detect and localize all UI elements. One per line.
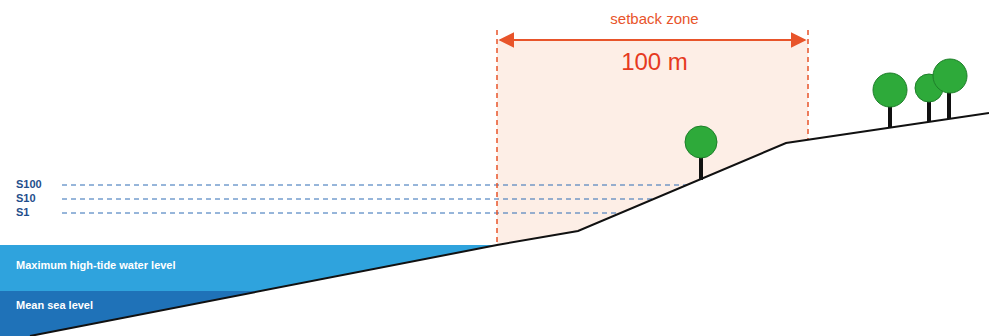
tree xyxy=(933,59,967,119)
tree xyxy=(873,73,907,128)
setback-zone: setback zone 100 m xyxy=(497,4,812,94)
terrain-profile xyxy=(30,113,989,336)
level-label: S100 xyxy=(16,178,44,191)
level-label: S1 xyxy=(16,206,31,219)
dimension-arrow xyxy=(500,39,805,41)
setback-boundary xyxy=(496,30,498,245)
tree xyxy=(685,126,717,180)
mean-sea-band: Mean sea level xyxy=(0,291,240,336)
zone-label: Maximum high-tide water level xyxy=(16,259,176,272)
level-line xyxy=(62,185,687,186)
high-tide-band: Maximum high-tide water level xyxy=(0,245,420,291)
zone-value: 100 m xyxy=(497,48,812,76)
zone-label: setback zone xyxy=(497,10,812,27)
level-label: S10 xyxy=(16,192,38,205)
level-line xyxy=(62,199,654,200)
level-line xyxy=(62,213,620,214)
setback-boundary xyxy=(807,30,809,140)
zone-label: Mean sea level xyxy=(16,299,93,312)
